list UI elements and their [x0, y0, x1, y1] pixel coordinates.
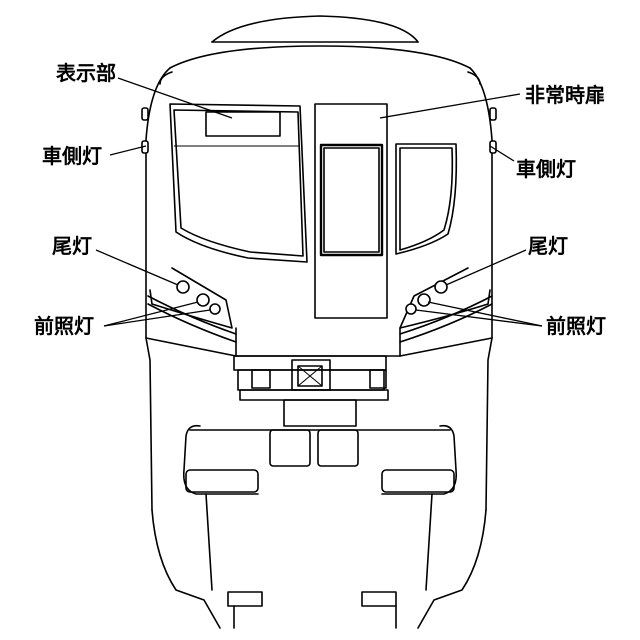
leader-side-light-left: [110, 146, 146, 155]
leader-display: [118, 78, 232, 118]
label-emergency-door: 非常時扉: [525, 83, 605, 107]
headlight-left-1: [197, 294, 209, 306]
label-display: 表示部: [56, 61, 116, 85]
label-side-light-left: 車側灯: [42, 144, 102, 168]
underframe: [146, 338, 492, 628]
right-windshield: [396, 144, 456, 254]
tail-light-left: [177, 281, 189, 293]
label-tail-light-right: 尾灯: [528, 234, 568, 258]
headlight-left-2: [210, 304, 220, 314]
leader-tail-light-right: [446, 250, 526, 285]
label-side-light-right: 車側灯: [516, 157, 576, 181]
car-body: [142, 46, 496, 338]
skirt: [236, 328, 400, 356]
headlight-right-1: [418, 294, 430, 306]
leader-tail-light-left: [96, 250, 178, 285]
tail-light-right: [435, 281, 447, 293]
headlight-right-2: [406, 304, 416, 314]
emergency-door: [315, 104, 387, 318]
left-windshield: [170, 104, 307, 262]
roof-cover: [212, 16, 418, 42]
label-headlight-left: 前照灯: [34, 314, 94, 338]
label-headlight-right: 前照灯: [546, 314, 606, 338]
destination-display: [206, 112, 280, 136]
label-tail-light-left: 尾灯: [52, 234, 92, 258]
coupler: [234, 356, 388, 426]
leader-emergency-door: [380, 94, 520, 118]
